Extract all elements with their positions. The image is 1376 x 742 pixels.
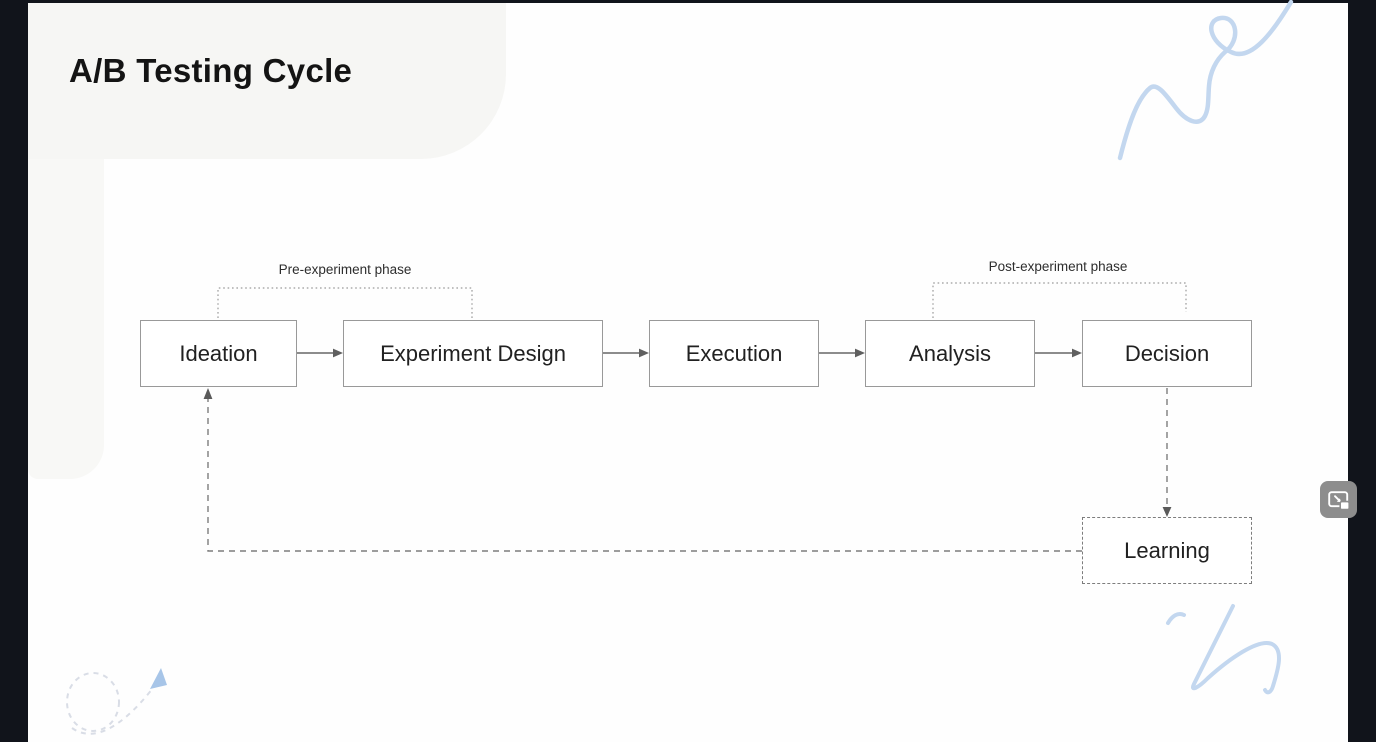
- edge-ideation-to-experiment-design: [297, 348, 343, 358]
- edge-analysis-to-decision: [1035, 348, 1082, 358]
- pre-phase-bracket: [217, 287, 473, 318]
- picture-in-picture-button[interactable]: [1320, 481, 1357, 518]
- edge-execution-to-analysis: [819, 348, 865, 358]
- edge-experiment-design-to-execution: [603, 348, 649, 358]
- node-analysis: Analysis: [865, 320, 1035, 387]
- edge-learning-to-ideation: [203, 388, 1082, 552]
- edge-decision-to-learning: [1162, 388, 1172, 517]
- node-ideation-label: Ideation: [179, 340, 258, 366]
- node-execution: Execution: [649, 320, 819, 387]
- picture-in-picture-icon: [1327, 489, 1351, 511]
- post-phase-label: Post-experiment phase: [988, 259, 1128, 274]
- node-decision-label: Decision: [1124, 340, 1210, 366]
- node-experiment-design-label: Experiment Design: [380, 340, 566, 366]
- post-phase-bracket: [932, 282, 1187, 318]
- node-learning-label: Learning: [1124, 537, 1210, 563]
- node-execution-label: Execution: [685, 340, 783, 366]
- pre-phase-label: Pre-experiment phase: [278, 262, 412, 277]
- node-experiment-design: Experiment Design: [343, 320, 603, 387]
- background-blob-top-left: [28, 3, 506, 159]
- node-learning: Learning: [1082, 517, 1252, 584]
- node-analysis-label: Analysis: [909, 340, 991, 366]
- node-ideation: Ideation: [140, 320, 297, 387]
- node-decision: Decision: [1082, 320, 1252, 387]
- page-title: A/B Testing Cycle: [69, 52, 353, 89]
